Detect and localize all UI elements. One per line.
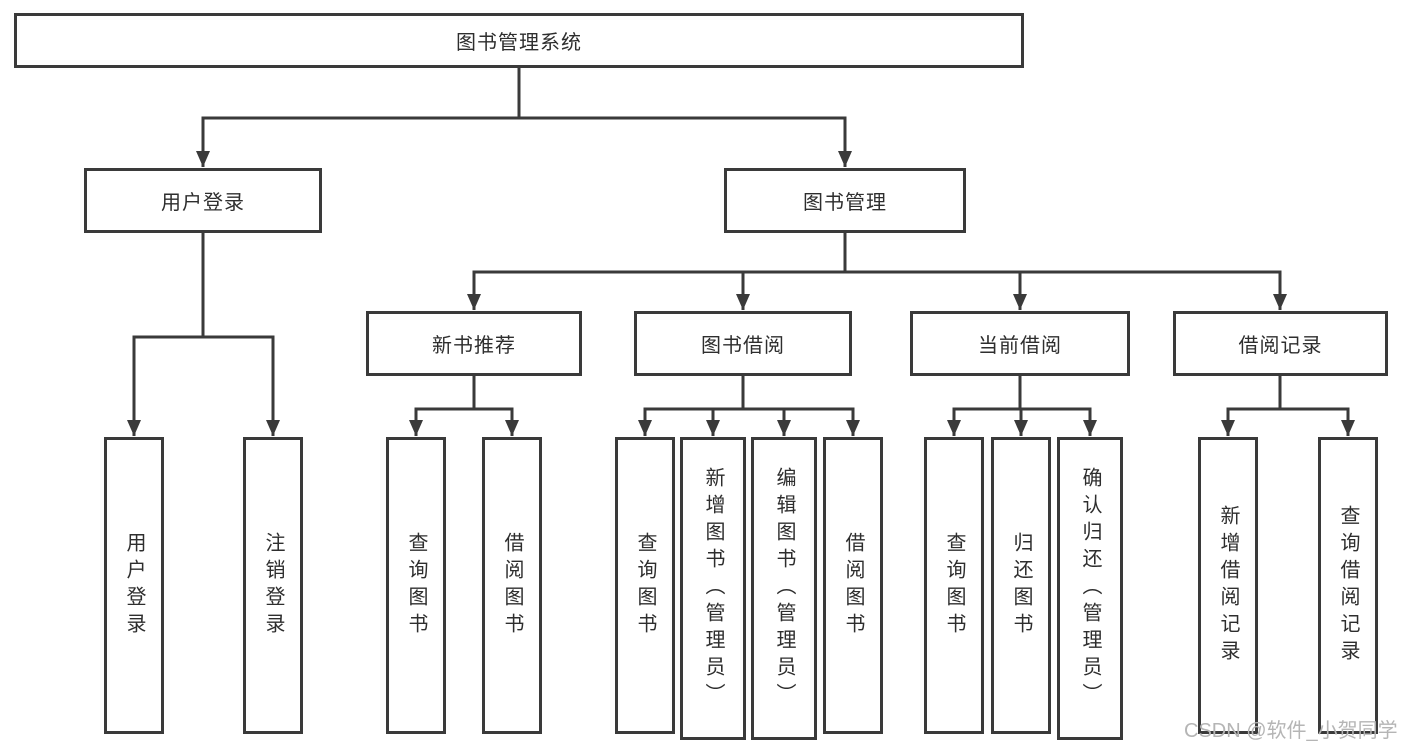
node-label: 查询图书 <box>634 531 656 640</box>
node-label: 图书管理系统 <box>456 32 582 54</box>
leaf-logout: 注销登录 <box>243 437 303 734</box>
leaf-query-books-borrowing: 查询图书 <box>615 437 675 734</box>
node-label: 确认归还（管理员） <box>1079 467 1101 710</box>
leaf-borrow-books-recommend: 借阅图书 <box>482 437 542 734</box>
node-borrowing-records: 借阅记录 <box>1173 311 1388 376</box>
node-label: 借阅图书 <box>501 531 523 640</box>
node-label: 借阅图书 <box>842 531 864 640</box>
leaf-query-books-current: 查询图书 <box>924 437 984 734</box>
node-label: 编辑图书（管理员） <box>773 467 795 710</box>
node-label: 注销登录 <box>262 531 284 640</box>
leaf-borrow-books-borrowing: 借阅图书 <box>823 437 883 734</box>
node-user-login: 用户登录 <box>84 168 322 233</box>
watermark: CSDN @软件_小贺同学 <box>1184 720 1398 742</box>
leaf-add-book-admin: 新增图书（管理员） <box>680 437 746 740</box>
leaf-return-book: 归还图书 <box>991 437 1051 734</box>
node-label: 借阅记录 <box>1238 335 1323 357</box>
node-root: 图书管理系统 <box>14 13 1024 68</box>
node-label: 用户登录 <box>161 192 245 214</box>
node-label: 查询图书 <box>943 531 965 640</box>
leaf-user-login: 用户登录 <box>104 437 164 734</box>
node-label: 新增借阅记录 <box>1217 504 1239 667</box>
node-label: 用户登录 <box>123 531 145 640</box>
leaf-confirm-return-admin: 确认归还（管理员） <box>1057 437 1123 740</box>
node-label: 新书推荐 <box>432 335 516 357</box>
node-book-borrowing: 图书借阅 <box>634 311 852 376</box>
node-current-borrowing: 当前借阅 <box>910 311 1130 376</box>
node-label: 归还图书 <box>1010 531 1032 640</box>
node-label: 新增图书（管理员） <box>702 467 724 710</box>
leaf-add-borrow-record: 新增借阅记录 <box>1198 437 1258 734</box>
leaf-edit-book-admin: 编辑图书（管理员） <box>751 437 817 740</box>
node-label: 查询图书 <box>405 531 427 640</box>
node-label: 查询借阅记录 <box>1337 504 1359 667</box>
node-label: 图书管理 <box>803 192 887 214</box>
node-label: 图书借阅 <box>701 335 785 357</box>
leaf-query-books-recommend: 查询图书 <box>386 437 446 734</box>
node-new-book-recommendation: 新书推荐 <box>366 311 582 376</box>
node-book-management: 图书管理 <box>724 168 966 233</box>
leaf-query-borrow-record: 查询借阅记录 <box>1318 437 1378 734</box>
node-label: 当前借阅 <box>978 335 1062 357</box>
